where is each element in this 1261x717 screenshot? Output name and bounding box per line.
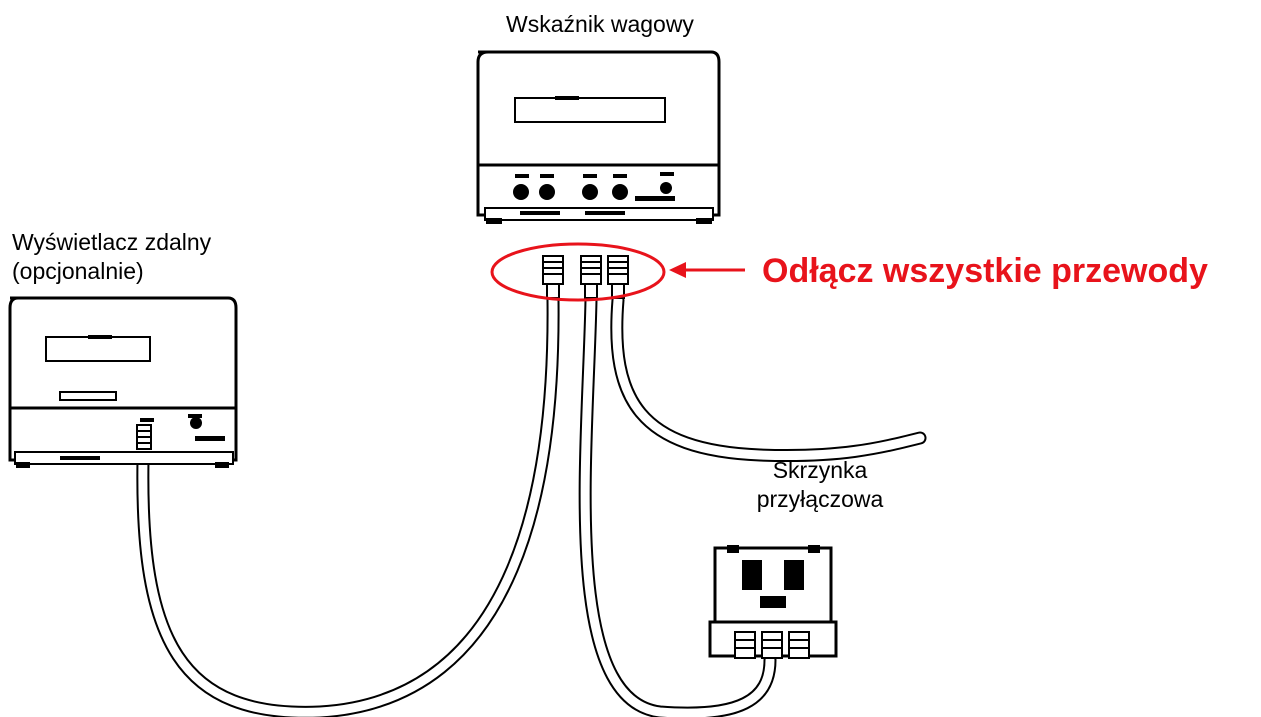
junction-box-label-line1: Skrzynka [772, 457, 868, 483]
junction-glands [734, 631, 810, 659]
cable-power [610, 293, 927, 463]
junction-box-label-line2: przyłączowa [756, 486, 884, 512]
remote-display [8, 296, 238, 468]
remote-connector [136, 424, 152, 450]
disconnect-callout: Odłącz wszystkie przewody [762, 252, 1208, 290]
indicator-ports [513, 172, 675, 215]
remote-ports [60, 414, 225, 460]
remote-display-label: Wyświetlacz zdalny (opcjonalnie) [12, 228, 211, 286]
remote-display-label-line1: Wyświetlacz zdalny [12, 229, 212, 255]
cables [136, 293, 927, 717]
indicator-plugs [542, 255, 629, 299]
weight-indicator [476, 50, 721, 224]
cable-to-junction-box [578, 293, 777, 717]
junction-box [708, 545, 838, 659]
weight-indicator-label: Wskaźnik wagowy [506, 11, 694, 37]
disconnect-highlight [490, 242, 745, 302]
cable-to-remote-display [136, 293, 560, 717]
junction-box-label: Skrzynka przyłączowa [730, 456, 910, 514]
remote-display-label-line2: (opcjonalnie) [12, 258, 144, 284]
